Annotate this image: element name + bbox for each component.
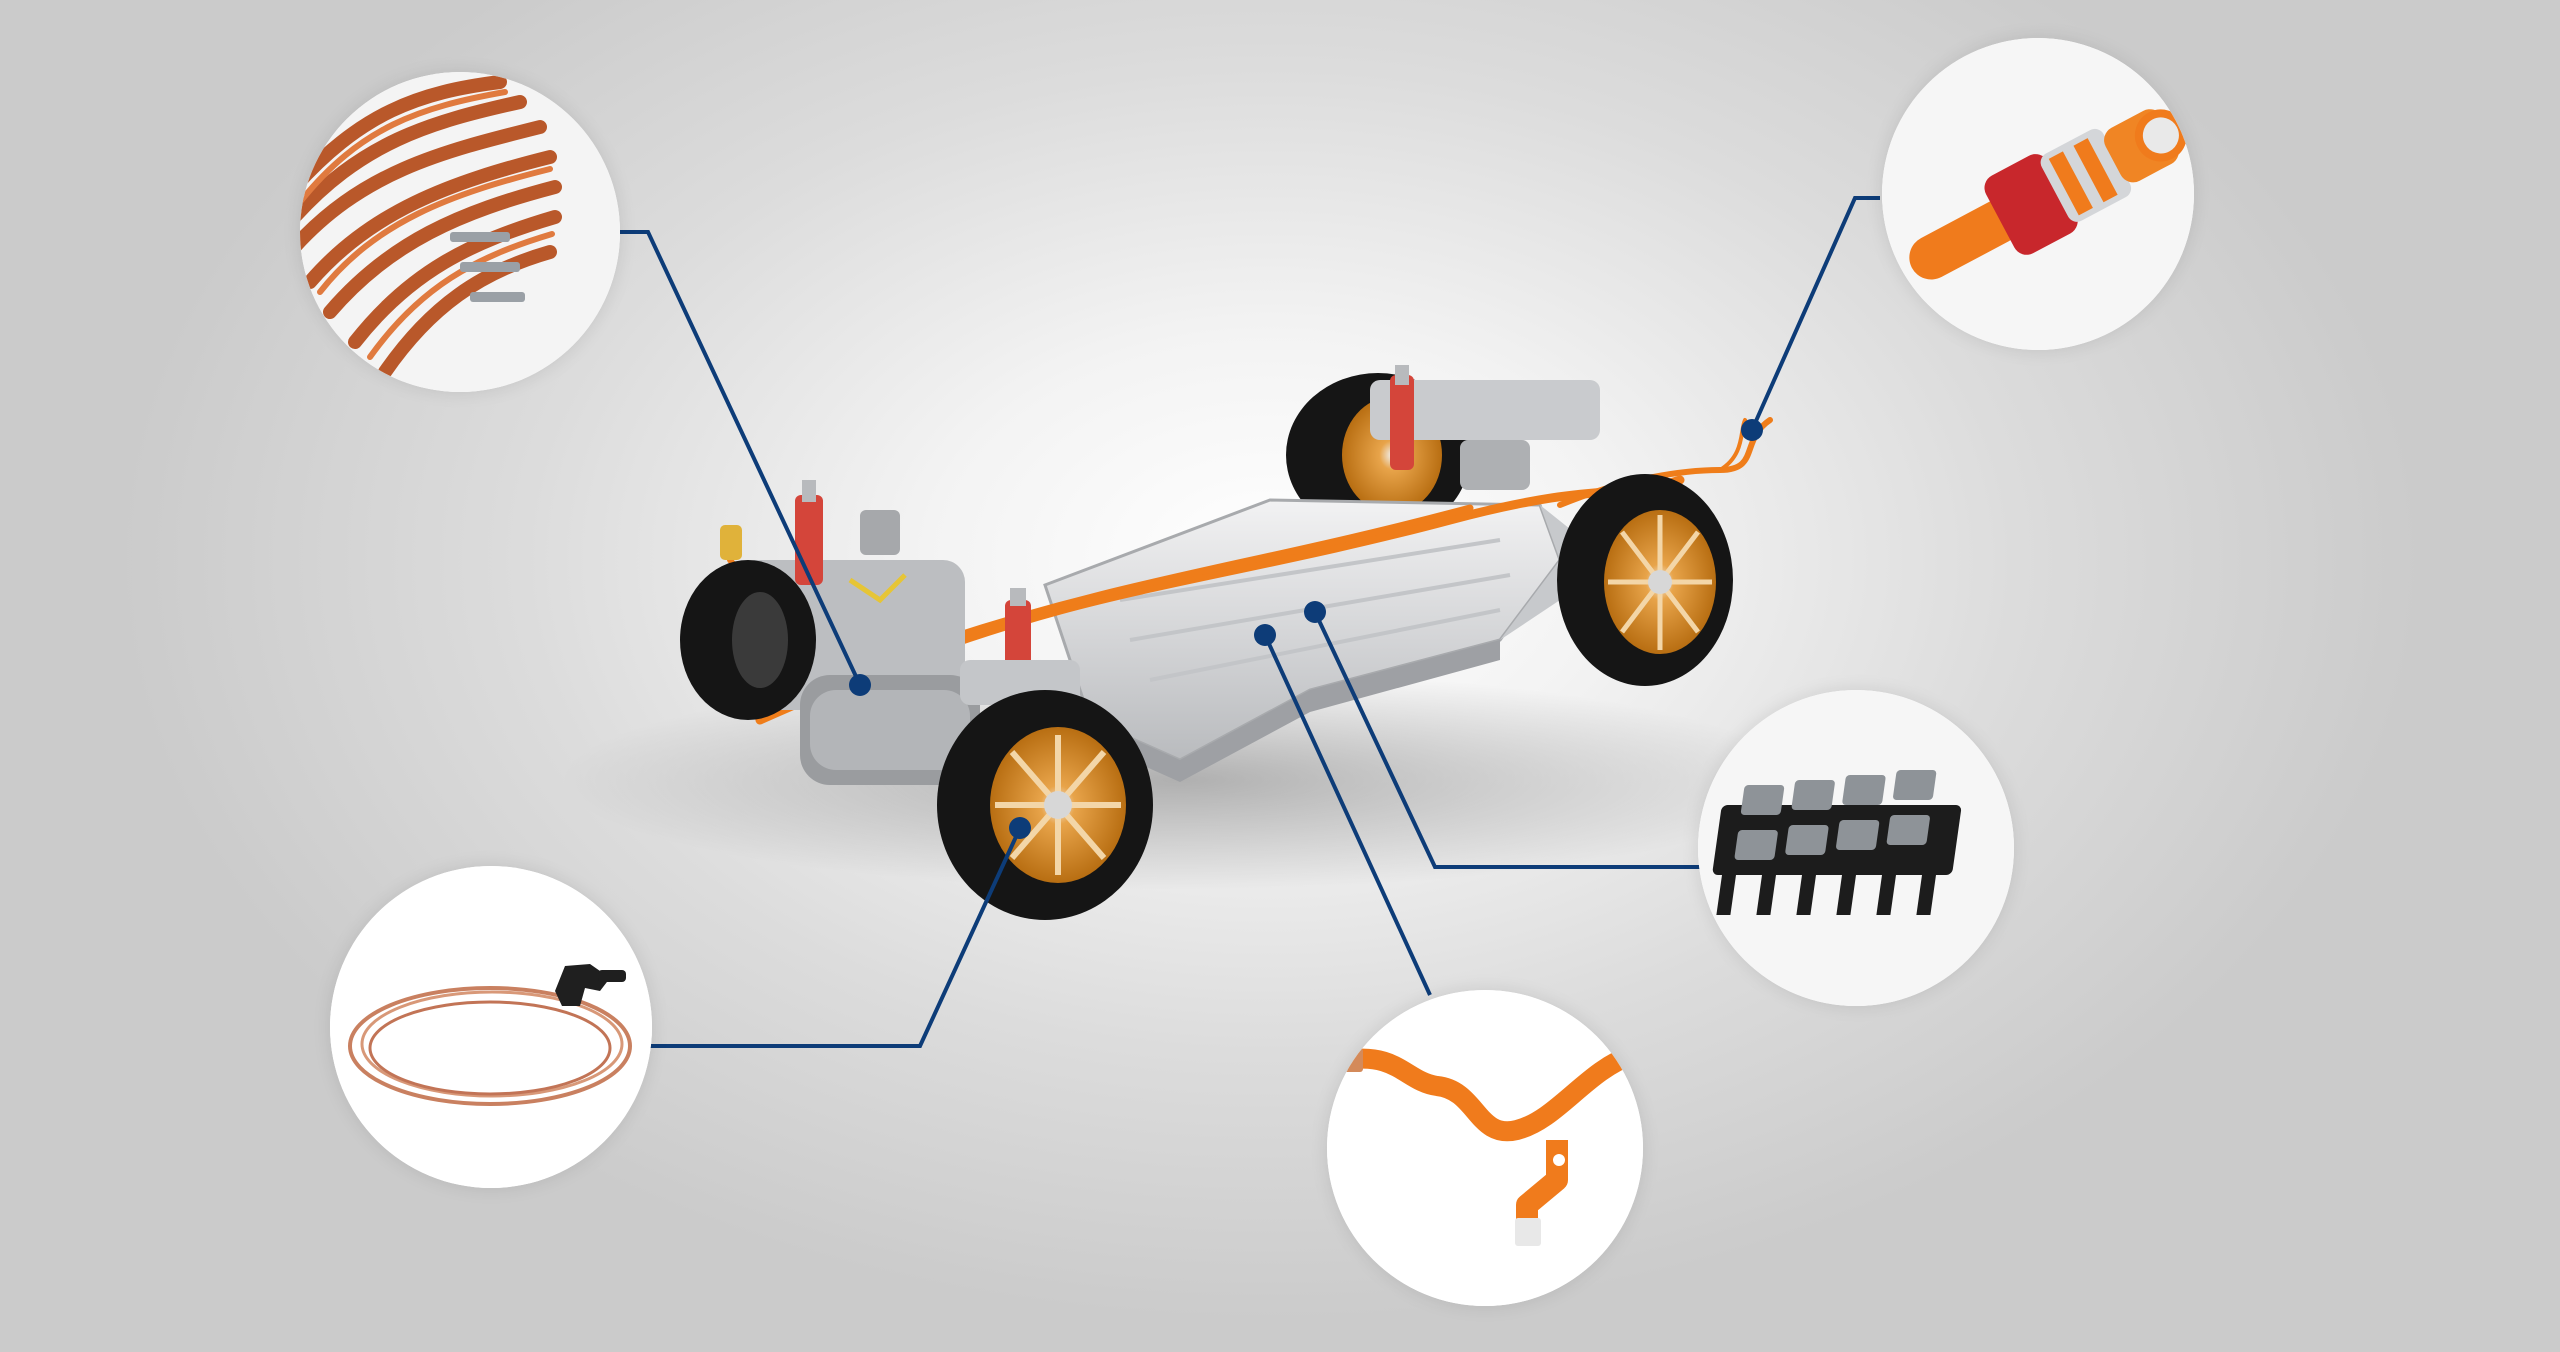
callout-dot-motor [849, 674, 871, 696]
callout-bubble-hv-connector [1882, 38, 2194, 350]
callout-dots [849, 419, 1763, 839]
callout-dot-cell-contact [1304, 601, 1326, 623]
rear-suspension [1370, 365, 1600, 490]
callout-bubble-busbar [1327, 990, 1643, 1306]
copper-sensor-coil-icon [330, 866, 652, 1188]
callout-lines [620, 196, 1880, 1048]
front-wheel-right [937, 690, 1153, 920]
callout-dot-busbar [1254, 624, 1276, 646]
orange-busbar-icon [1327, 990, 1643, 1306]
callout-bubble-cell-contact [1698, 690, 2014, 1006]
callout-bubble-motor-winding [300, 72, 620, 392]
orange-hv-connector-icon [1882, 38, 2194, 350]
callout-dot-connector [1741, 419, 1763, 441]
front-wheel-left [680, 560, 816, 720]
copper-hairpin-winding-icon [300, 72, 620, 392]
battery-cell-contact-icon [1698, 690, 2014, 1006]
callout-bubble-sensor-wire [330, 866, 652, 1188]
rear-wheel-right [1557, 474, 1733, 686]
callout-dot-sensor [1009, 817, 1031, 839]
